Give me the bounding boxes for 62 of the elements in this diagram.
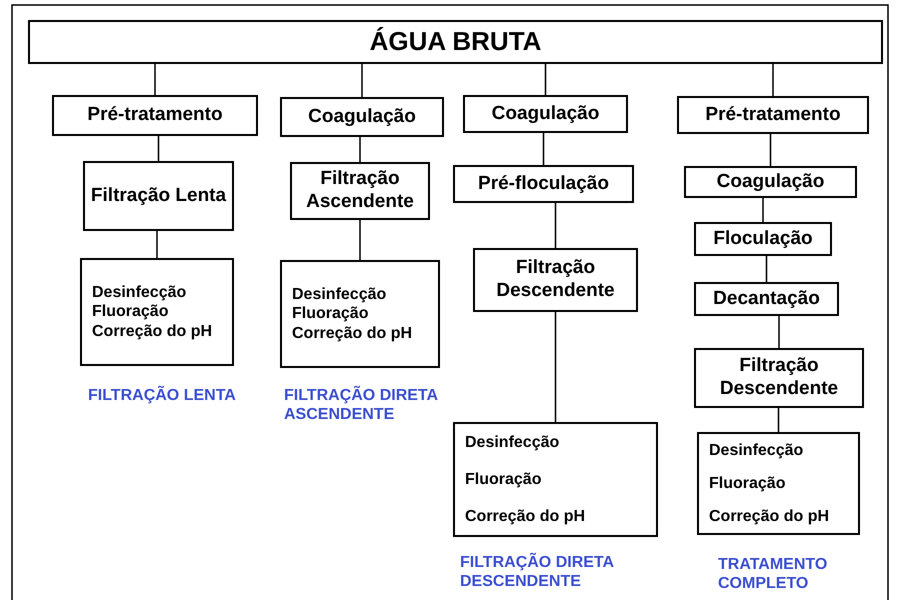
connector-line: [770, 134, 772, 166]
box-text: Correção do pH: [292, 324, 412, 343]
connector-line: [766, 256, 768, 282]
box-text: Coagulação: [492, 102, 600, 126]
process-box: [684, 166, 857, 198]
method-label: TRATAMENTO COMPLETO: [718, 555, 828, 594]
process-box: [473, 248, 638, 312]
box-text: Pré-floculação: [478, 172, 609, 196]
process-box: [280, 97, 444, 137]
process-box: [694, 282, 839, 316]
box-text: Filtração Descendente: [718, 355, 840, 401]
connector-line: [544, 64, 546, 95]
box-text: Filtração Lenta: [90, 184, 226, 208]
method-label: FILTRAÇÃO DIRETA ASCENDENTE: [284, 386, 438, 424]
connector-line: [158, 136, 160, 161]
process-box: [697, 432, 860, 535]
connector-line: [156, 231, 158, 258]
process-box: [28, 20, 883, 64]
box-text: Fluoração: [709, 474, 786, 494]
method-label: FILTRAÇÃO LENTA: [88, 386, 237, 406]
connector-line: [154, 64, 156, 95]
box-text: ÁGUA BRUTA: [370, 26, 542, 58]
process-box: [80, 258, 234, 366]
connector-line: [778, 316, 780, 348]
method-label: FILTRAÇÃO DIRETA DESCENDENTE: [460, 553, 614, 592]
box-text: Fluoração: [292, 304, 368, 324]
box-text: Fluoração: [92, 302, 168, 322]
box-text: Desinfecção: [709, 440, 804, 460]
connector-line: [762, 198, 764, 222]
box-text: Floculação: [713, 228, 813, 250]
box-text: Coagulação: [716, 170, 824, 194]
connector-line: [554, 203, 556, 248]
box-text: Fluoração: [465, 470, 542, 490]
box-text: Filtração Ascendente: [305, 168, 415, 214]
process-box: [677, 96, 869, 134]
box-text: Decantação: [713, 288, 820, 310]
process-box: [453, 422, 658, 537]
process-box: [83, 161, 234, 231]
box-text: Pré-tratamento: [87, 104, 223, 127]
connector-line: [554, 312, 556, 422]
box-text: Correção do pH: [92, 322, 212, 341]
box-text: Correção do pH: [709, 506, 830, 526]
connector-line: [361, 64, 363, 97]
process-box: [453, 165, 634, 203]
process-box: [290, 162, 430, 220]
connector-line: [778, 408, 780, 432]
box-text: Desinfecção: [92, 283, 186, 302]
connector-line: [772, 64, 774, 96]
box-text: Desinfecção: [465, 432, 560, 452]
box-text: Pré-tratamento: [705, 104, 841, 126]
process-box: [694, 348, 864, 408]
process-box: [52, 95, 258, 136]
box-text: Coagulação: [308, 106, 416, 128]
connector-line: [542, 133, 544, 165]
process-box: [280, 260, 440, 368]
box-text: Correção do pH: [465, 506, 586, 526]
connector-line: [359, 220, 361, 260]
box-text: Desinfecção: [292, 285, 386, 304]
process-box: [694, 222, 832, 256]
box-text: Filtração Descendente: [495, 257, 616, 303]
connector-line: [359, 137, 361, 162]
process-box: [463, 95, 628, 133]
